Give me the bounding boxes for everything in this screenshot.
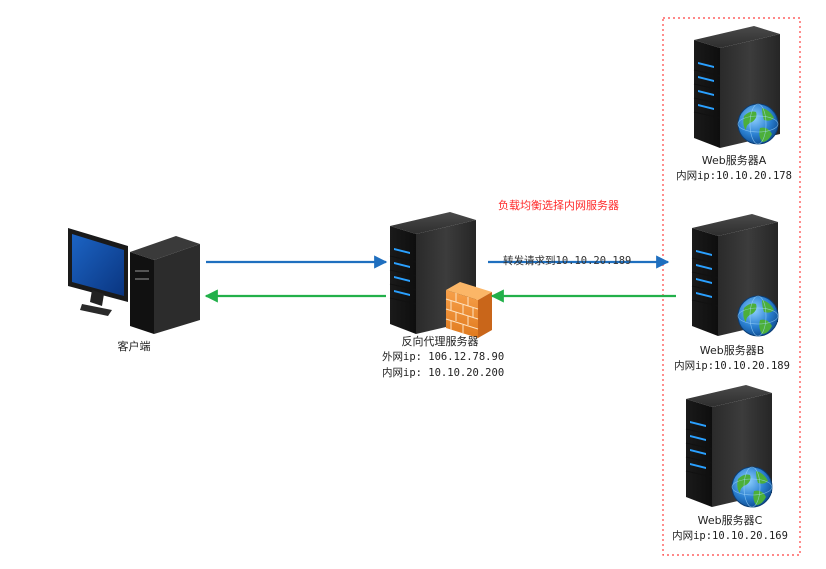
globe-icon [731, 466, 773, 508]
proxy-external-ip: 外网ip: 106.12.78.90 [382, 351, 505, 363]
computer-icon [68, 228, 200, 334]
server-c-ip: 内网ip:10.10.20.169 [672, 530, 788, 542]
proxy-title: 反向代理服务器 [401, 335, 479, 348]
server-a-name: Web服务器A [701, 154, 767, 167]
web-server-group-border [662, 17, 801, 556]
client-label: 客户端 [117, 340, 151, 353]
server-b-name: Web服务器B [699, 344, 765, 357]
globe-icon [737, 295, 779, 337]
forward-annotation: 转发请求到10.10.20.189 [503, 255, 632, 267]
firewall-icon [445, 282, 492, 338]
server-c-name: Web服务器C [697, 514, 763, 527]
server-b-ip: 内网ip:10.10.20.189 [674, 360, 790, 372]
proxy-internal-ip: 内网ip: 10.10.20.200 [382, 367, 505, 379]
load-balance-annotation: 负载均衡选择内网服务器 [498, 199, 619, 212]
globe-icon [737, 103, 779, 145]
server-a-ip: 内网ip:10.10.20.178 [676, 170, 792, 182]
